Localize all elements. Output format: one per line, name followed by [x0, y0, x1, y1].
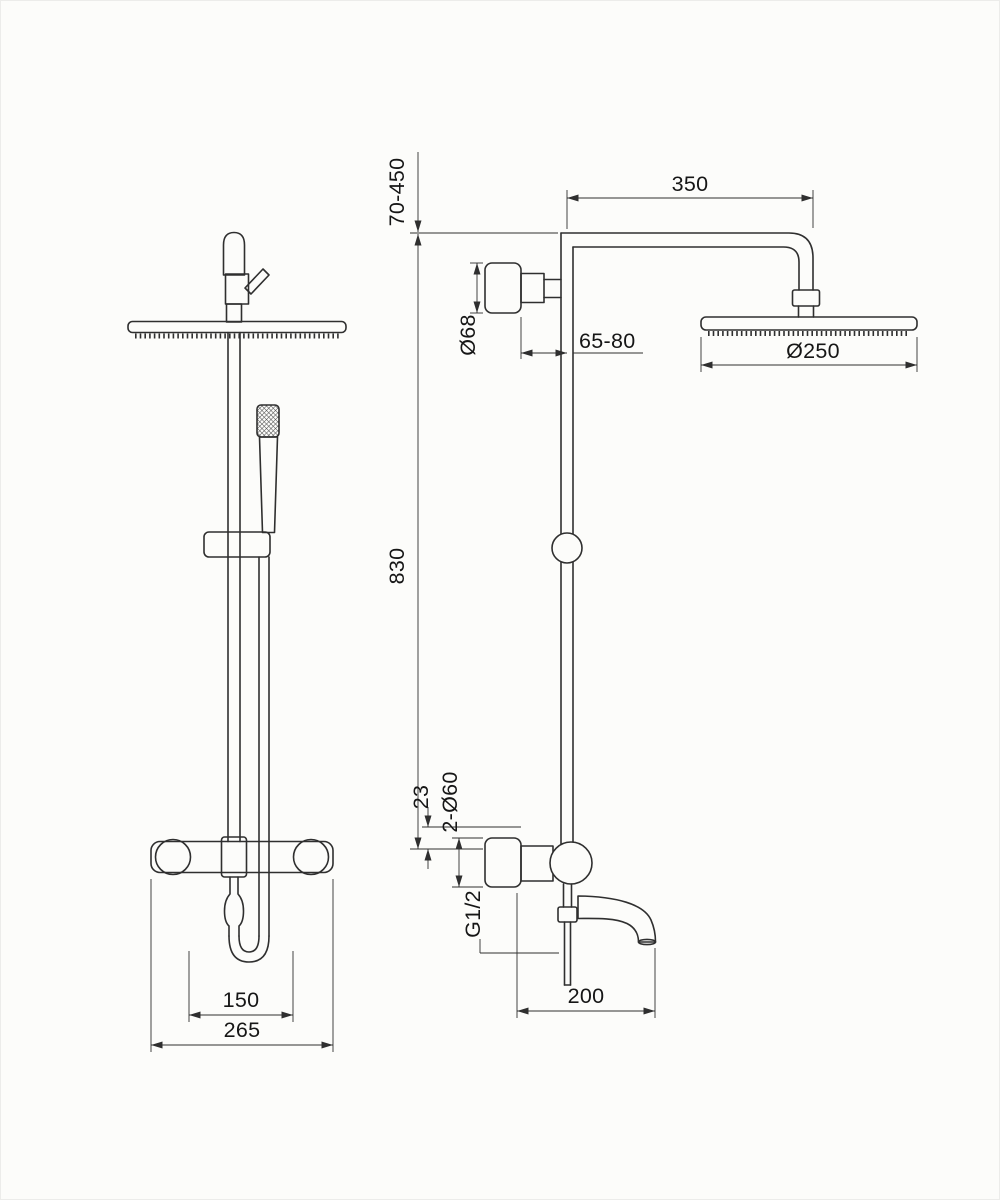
dim-label-wall-clearance: 65-80: [579, 329, 636, 353]
swivel-joint: [551, 532, 583, 564]
dim-inlet-centres: 150: [188, 951, 294, 1022]
bath-spout: [577, 895, 657, 946]
wall-bracket-top: [484, 262, 562, 314]
riser-pipe-front: [227, 331, 241, 843]
dim-label-valve-width: 265: [224, 1018, 261, 1042]
dim-valve-offset: 23: [409, 785, 521, 869]
dim-label-inlet-centres: 150: [223, 988, 260, 1012]
shower-arm-front: [222, 231, 270, 323]
dim-label-top-flange-dia: Ø68: [456, 314, 480, 356]
dim-label-valve-offset: 23: [409, 785, 433, 810]
wall-bracket-bottom: [484, 837, 554, 888]
outlet-rod: [557, 883, 578, 986]
rain-head-side: [700, 316, 918, 336]
rain-head-front: [127, 320, 347, 339]
dim-flange-pair-dia: 2-Ø60: [438, 771, 483, 888]
side-view: [484, 232, 918, 986]
dimensions-side: 350 70-450 830 23 2-Ø60 Ø68: [385, 152, 918, 1018]
dim-label-height-adjust: 70-450: [385, 158, 409, 227]
dim-height-adjust: 70-450: [385, 152, 558, 234]
diverter-handle: [549, 841, 593, 885]
dim-wall-clearance: 65-80: [520, 317, 643, 359]
dim-label-riser-length: 830: [385, 548, 409, 585]
hand-shower: [256, 404, 280, 534]
front-view: [127, 231, 347, 963]
dim-label-spout-reach: 200: [568, 984, 605, 1008]
dim-valve-width: 265: [150, 879, 334, 1052]
dim-spout-reach: 200: [516, 893, 656, 1018]
shower-arm-side: [560, 232, 821, 318]
thermostatic-valve-front: [150, 836, 334, 878]
dim-label-flange-pair-dia: 2-Ø60: [438, 771, 462, 832]
dim-arm-reach: 350: [566, 172, 814, 229]
dimensions-front: 150 265: [150, 879, 334, 1052]
slider-bracket: [203, 531, 271, 558]
dim-riser-length: 830: [385, 234, 483, 850]
dim-label-outlet-thread: G1/2: [461, 890, 485, 938]
dim-label-arm-reach: 350: [672, 172, 709, 196]
dim-label-head-dia: Ø250: [786, 339, 840, 363]
dim-top-flange-dia: Ø68: [456, 262, 483, 356]
dim-outlet-thread: G1/2: [461, 890, 559, 954]
dim-head-dia: Ø250: [700, 337, 918, 372]
shower-hose: [223, 556, 270, 963]
